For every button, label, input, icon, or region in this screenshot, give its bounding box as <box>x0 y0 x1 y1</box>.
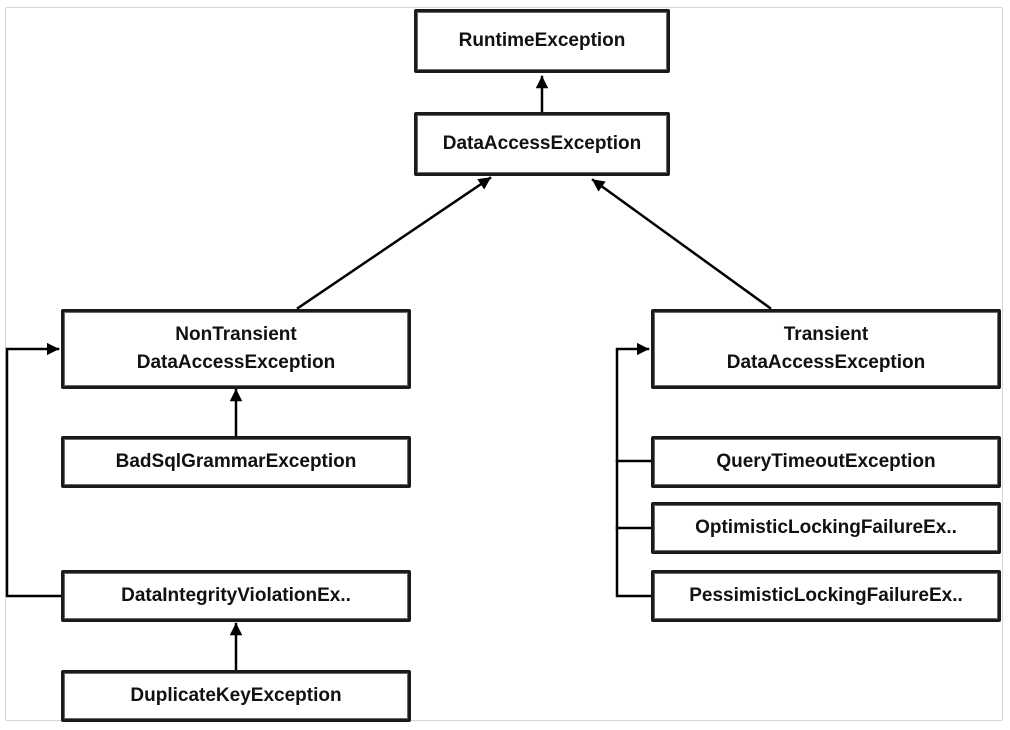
arrow-nontransient-to-dataaccess <box>296 176 492 310</box>
node-pessimistic-locking-failure-exception: PessimisticLockingFailureEx.. <box>651 570 1001 622</box>
arrow-transient-to-dataaccess <box>591 178 772 310</box>
node-query-timeout-exception: QueryTimeoutException <box>651 436 1001 488</box>
node-label-line2: DataAccessException <box>726 352 926 373</box>
node-label: DataAccessException <box>442 133 642 154</box>
node-bad-sql-grammar-exception: BadSqlGrammarException <box>61 436 411 488</box>
node-label-line1: NonTransient <box>175 324 297 345</box>
arrow-dataintegrity-to-nontransient <box>5 342 63 598</box>
node-data-access-exception: DataAccessException <box>414 112 670 176</box>
node-label: QueryTimeoutException <box>716 451 936 472</box>
node-transient-data-access-exception: Transient DataAccessException <box>651 309 1001 389</box>
node-non-transient-data-access-exception: NonTransient DataAccessException <box>61 309 411 389</box>
diagram-frame <box>5 7 1003 721</box>
node-label: OptimisticLockingFailureEx.. <box>695 517 957 538</box>
node-label: DuplicateKeyException <box>130 685 342 706</box>
node-label: DataIntegrityViolationEx.. <box>121 585 351 606</box>
node-data-integrity-violation-exception: DataIntegrityViolationEx.. <box>61 570 411 622</box>
node-optimistic-locking-failure-exception: OptimisticLockingFailureEx.. <box>651 502 1001 554</box>
node-label-line1: Transient <box>783 324 869 345</box>
node-label: PessimisticLockingFailureEx.. <box>689 585 963 606</box>
arrow-transient-bracket <box>615 342 654 598</box>
node-runtime-exception: RuntimeException <box>414 9 670 73</box>
node-label: BadSqlGrammarException <box>115 451 357 472</box>
node-duplicate-key-exception: DuplicateKeyException <box>61 670 411 722</box>
node-label: RuntimeException <box>458 30 626 51</box>
node-label-line2: DataAccessException <box>136 352 336 373</box>
